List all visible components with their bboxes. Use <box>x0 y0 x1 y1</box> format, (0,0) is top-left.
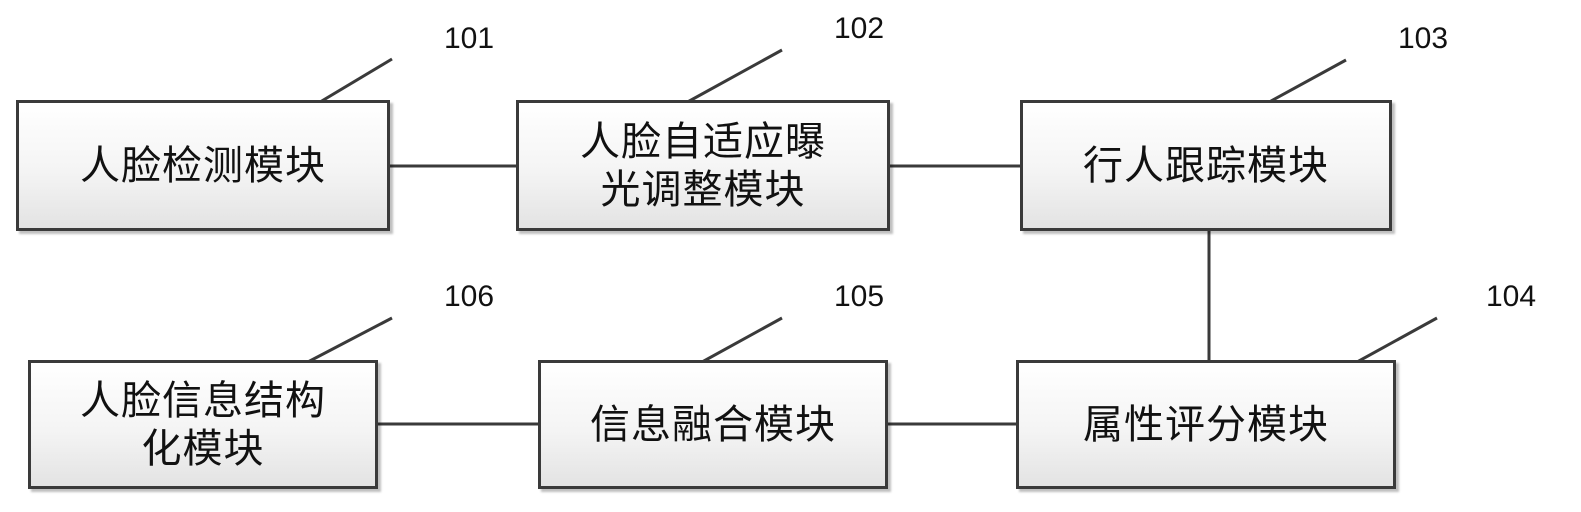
module-box-101: 人脸检测模块 <box>16 100 390 231</box>
ref-numeral-103: 103 <box>1398 22 1449 55</box>
ref-numeral-105: 105 <box>834 280 885 313</box>
module-box-104: 属性评分模块 <box>1016 360 1396 489</box>
module-box-106: 人脸信息结构 化模块 <box>28 360 378 489</box>
module-label-101: 人脸检测模块 <box>80 142 326 189</box>
ref-numeral-101: 101 <box>444 22 495 55</box>
ref-numeral-104: 104 <box>1486 280 1537 313</box>
module-box-105: 信息融合模块 <box>538 360 888 489</box>
ref-numeral-102: 102 <box>834 12 885 45</box>
module-label-104: 属性评分模块 <box>1083 401 1329 448</box>
module-label-103: 行人跟踪模块 <box>1083 142 1329 189</box>
module-box-102: 人脸自适应曝 光调整模块 <box>516 100 890 231</box>
module-label-106-line2: 化模块 <box>141 425 265 472</box>
module-box-103: 行人跟踪模块 <box>1020 100 1392 231</box>
module-label-102-line2: 光调整模块 <box>600 166 806 213</box>
module-label-106-line1: 人脸信息结构 <box>80 377 326 424</box>
module-label-105: 信息融合模块 <box>590 401 836 448</box>
ref-numeral-106: 106 <box>444 280 495 313</box>
module-label-102-line1: 人脸自适应曝 <box>580 118 826 165</box>
